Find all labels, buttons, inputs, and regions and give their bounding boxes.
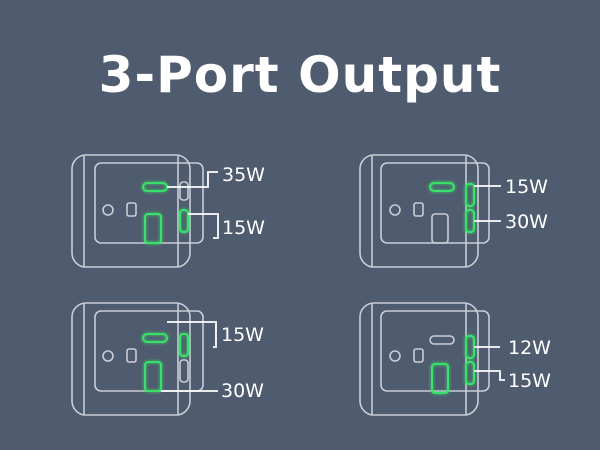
config-2 — [359, 154, 501, 268]
output-label: 12W — [508, 337, 551, 359]
config-1 — [71, 154, 219, 268]
usb-c-port-active — [465, 335, 475, 359]
power-button-icon — [102, 350, 114, 362]
usb-c-port-active — [465, 209, 475, 233]
usb-c-port-active — [179, 333, 189, 357]
config-4 — [359, 302, 505, 416]
power-button-icon — [389, 204, 401, 216]
usb-c-port-active — [179, 209, 189, 233]
output-label: 15W — [508, 370, 551, 392]
power-button-icon — [102, 204, 114, 216]
charger-device — [71, 154, 204, 268]
output-label: 30W — [505, 211, 548, 233]
usb-c-port-active — [142, 333, 168, 343]
power-button-icon — [389, 350, 401, 362]
output-label: 30W — [221, 380, 264, 402]
page-title: 3-Port Output — [98, 46, 502, 104]
output-label: 15W — [505, 176, 548, 198]
usb-a-port-active — [144, 213, 162, 244]
usb-c-port — [429, 335, 455, 345]
indicator-slot — [126, 348, 137, 363]
usb-c-port-active — [465, 183, 475, 207]
usb-c-port-active — [465, 361, 475, 385]
indicator-slot — [413, 202, 424, 217]
output-label: 35W — [222, 164, 265, 186]
usb-a-port — [431, 213, 449, 244]
usb-a-port-active — [144, 361, 162, 392]
usb-c-port-active — [142, 182, 168, 192]
usb-c-port-active — [429, 182, 455, 192]
usb-c-port — [179, 181, 189, 201]
config-3 — [71, 302, 218, 416]
output-label: 15W — [222, 217, 265, 239]
output-label: 15W — [221, 324, 264, 346]
indicator-slot — [126, 202, 137, 217]
usb-c-port — [179, 359, 189, 383]
charger-device — [71, 302, 204, 416]
charger-device — [359, 302, 490, 416]
indicator-slot — [413, 348, 424, 363]
usb-a-port-active — [431, 363, 449, 394]
